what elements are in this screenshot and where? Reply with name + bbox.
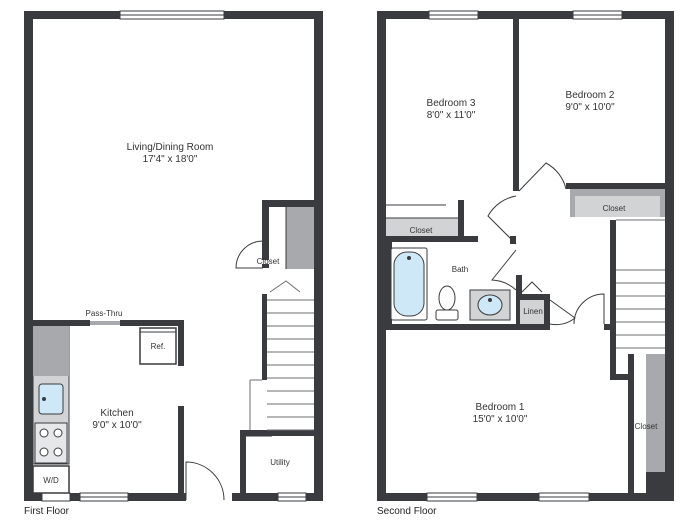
kitchen-name: Kitchen: [100, 408, 133, 419]
kitchen-sink-icon: [38, 383, 64, 415]
linen-label: Linen: [523, 307, 543, 316]
second-floor-interior-walls: [386, 19, 665, 493]
washer-dryer-icon: [32, 465, 70, 494]
living-room-name: Living/Dining Room: [127, 142, 214, 153]
ref-label: Ref.: [151, 342, 166, 351]
first-floor-closet-label: Closet: [257, 257, 280, 266]
bath-label: Bath: [452, 265, 468, 274]
closet-corner: [646, 472, 665, 493]
first-floor-windows: [41, 10, 307, 502]
pass-thru-opening: [90, 321, 120, 325]
second-floor-windows: [426, 10, 623, 502]
bedroom2-door-swing: [518, 162, 567, 192]
wd-label: W/D: [43, 476, 59, 485]
bedroom1-size: 15'0" x 10'0": [473, 414, 528, 425]
bedroom1-closet-label: Closet: [635, 422, 658, 431]
refrigerator-icon: [139, 327, 177, 365]
first-floor-caption: First Floor: [24, 506, 70, 517]
bedroom1-name: Bedroom 1: [476, 402, 525, 413]
linen-closet: [520, 300, 544, 324]
second-floor-stairs: [616, 219, 665, 349]
bedroom3-door-swing: [487, 195, 517, 245]
closet-door-swing: [235, 240, 264, 269]
kitchen-size: 9'0" x 10'0": [92, 420, 142, 431]
toilet-icon: [435, 285, 459, 321]
second-floor-caption: Second Floor: [377, 506, 437, 517]
first-floor-outer-walls: [24, 11, 323, 501]
pass-thru-label: Pass-Thru: [86, 309, 123, 318]
counter-base: [33, 326, 69, 376]
entry-door-swing: [185, 461, 225, 501]
bedroom3-name: Bedroom 3: [427, 98, 476, 109]
first-floor: [24, 10, 323, 502]
bedroom1-door-swing: [573, 293, 605, 325]
bedroom2-closet-label: Closet: [603, 204, 626, 213]
second-floor-outer-walls: [377, 11, 674, 501]
bath-sink-icon: [469, 289, 511, 321]
bedroom3-closet-shelf: [386, 218, 458, 236]
bedroom2-name: Bedroom 2: [566, 90, 615, 101]
first-floor-interior-walls: [33, 200, 314, 501]
bathtub-icon: [390, 247, 428, 321]
bath-door-swing: [490, 249, 517, 291]
linen-door-swing: [549, 299, 576, 326]
bedroom1-closet-shelf: [646, 354, 665, 472]
window: [41, 492, 71, 502]
bedroom3-closet-label: Closet: [410, 226, 433, 235]
bedroom3-size: 8'0" x 11'0": [427, 110, 476, 121]
second-floor: [377, 10, 674, 502]
first-floor-stairs: [249, 280, 314, 431]
labels: Living/Dining Room 17'4" x 18'0" Kitchen…: [24, 90, 658, 517]
utility-label: Utility: [270, 458, 290, 467]
living-room-size: 17'4" x 18'0": [143, 154, 198, 165]
stove-icon: [34, 422, 68, 464]
bedroom2-size: 9'0" x 10'0": [565, 102, 615, 113]
closet-rod: [286, 207, 314, 269]
